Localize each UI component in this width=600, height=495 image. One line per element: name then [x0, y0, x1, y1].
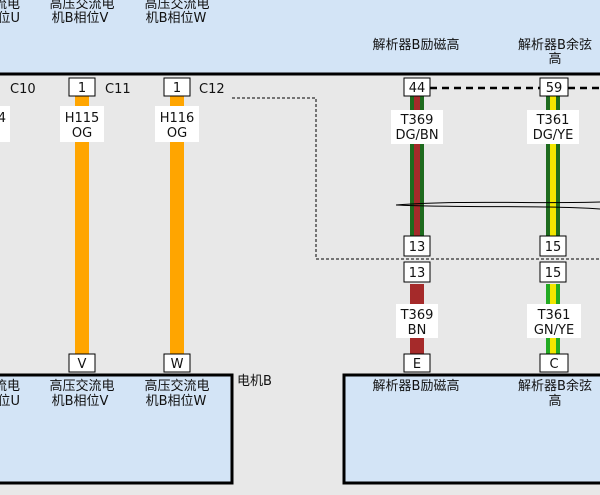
- h115-code: H115: [65, 111, 100, 126]
- splice-pin-box-13-lower: [403, 261, 431, 283]
- top-resolver-cosine-label: 解析器B余弦: [518, 37, 592, 53]
- connector-c12: C12: [199, 82, 225, 97]
- pin-v: V: [78, 357, 87, 372]
- t369-bottom-label-bg: [396, 304, 438, 338]
- t361-bottom-code: T361: [537, 308, 571, 323]
- pin-w: W: [171, 357, 184, 372]
- h116-code: H116: [160, 111, 195, 126]
- t361-bottom-color: GN/YE: [534, 323, 574, 338]
- t361-top-label-bg: [527, 110, 579, 144]
- top-module: [0, 0, 600, 73]
- resolver-b-module: [342, 373, 600, 485]
- motor-b-label: 电机B: [237, 374, 272, 389]
- connector-c11: C11: [105, 82, 131, 97]
- splice-pin-box-15-lower: [539, 261, 567, 283]
- splice-pin-15-upper: 15: [545, 240, 562, 255]
- t369-top-color: DG/BN: [395, 128, 438, 143]
- top-label-w1: 高压交流电: [144, 0, 209, 12]
- t369-bottom-code: T369: [400, 308, 434, 323]
- wire-h116: [170, 96, 184, 356]
- wire-t369-top-stripe: [414, 96, 420, 236]
- twisted-pair-line-1: [395, 201, 600, 206]
- bottom-resolver-excitation-label: 解析器B励磁高: [373, 378, 460, 394]
- top-label-v1: 高压交流电: [49, 0, 114, 12]
- pin-c11: 1: [78, 81, 86, 96]
- twisted-pair-line-2: [395, 204, 600, 210]
- t369-top-code: T369: [400, 113, 434, 128]
- splice-pin-box-15-upper: [539, 235, 567, 257]
- pin-box-44: [403, 77, 431, 97]
- bottom-label-w1: 高压交流电: [144, 378, 209, 394]
- pin-box-59: [539, 77, 569, 97]
- top-resolver-excitation-label: 解析器B励磁高: [373, 37, 460, 53]
- bottom-label-u1: 流电: [0, 379, 20, 394]
- pin-box-c12: [163, 77, 191, 97]
- bottom-resolver-cosine-label: 解析器B余弦: [518, 378, 592, 394]
- h116-color: OG: [167, 126, 187, 141]
- motor-b-module: [0, 373, 234, 485]
- t369-top-label-bg: [391, 110, 443, 144]
- bottom-resolver-cosine-label-2: 高: [548, 393, 561, 409]
- splice-pin-13-upper: 13: [409, 240, 426, 255]
- pin-box-c: [539, 353, 569, 373]
- top-label-u1: 流电: [0, 0, 20, 12]
- h115-label-bg: [60, 106, 104, 142]
- top-resolver-cosine-label-2: 高: [548, 51, 561, 67]
- bottom-label-v2: 机B相位V: [52, 394, 109, 409]
- t369-bottom-color: BN: [408, 323, 427, 338]
- top-label-w2: 机B相位W: [146, 11, 207, 26]
- t361-top-color: DG/YE: [533, 128, 574, 143]
- harness-boundary: [232, 97, 600, 260]
- t361-bottom-label-bg: [527, 304, 581, 338]
- splice-pin-15-lower: 15: [545, 266, 562, 281]
- pin-59: 59: [546, 81, 563, 96]
- bottom-label-u2: 位U: [0, 394, 20, 409]
- pin-c: C: [549, 357, 558, 372]
- bottom-label-w2: 机B相位W: [146, 394, 207, 409]
- top-label-u2: 位U: [0, 11, 20, 26]
- wire-t361-top-stripe: [550, 96, 556, 236]
- partial-wire-code: 4: [0, 111, 6, 126]
- wire-h115: [75, 96, 89, 356]
- connector-c10: C10: [10, 82, 36, 97]
- pin-box-c11: [68, 77, 96, 97]
- top-label-v2: 机B相位V: [52, 11, 109, 26]
- t361-top-code: T361: [536, 113, 570, 128]
- h116-label-bg: [155, 106, 199, 142]
- pin-box-v: [68, 353, 96, 373]
- h115-color: OG: [72, 126, 92, 141]
- pin-box-e: [403, 353, 431, 373]
- partial-wire-label-bg: [0, 106, 10, 142]
- splice-pin-box-13-upper: [403, 235, 431, 257]
- pin-e: E: [413, 357, 421, 372]
- pin-c12: 1: [173, 81, 181, 96]
- pin-44: 44: [409, 81, 426, 96]
- pin-box-w: [163, 353, 191, 373]
- bottom-label-v1: 高压交流电: [49, 378, 114, 394]
- splice-pin-13-lower: 13: [409, 266, 426, 281]
